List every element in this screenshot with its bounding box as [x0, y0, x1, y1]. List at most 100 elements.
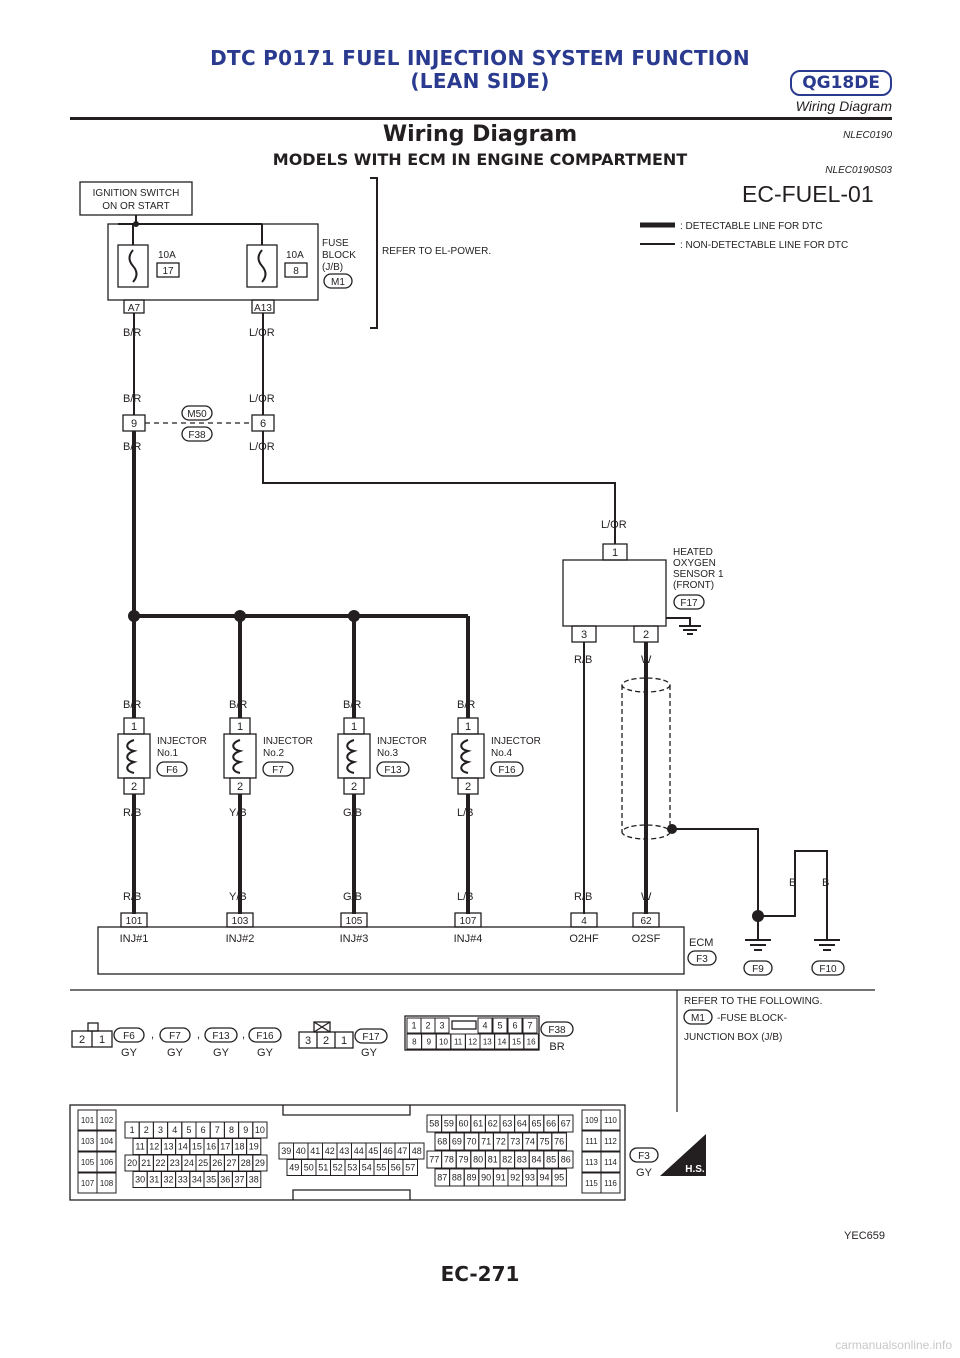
inj-conn-sep-3: ,	[242, 1029, 245, 1041]
shield	[621, 677, 759, 922]
fuse-8-number: 8	[293, 266, 299, 277]
pin-label: 27	[226, 1158, 236, 1168]
pin-label: 110	[604, 1116, 617, 1125]
wire-label-br-inj3: B/R	[343, 699, 361, 711]
inj-conn-color-2: GY	[167, 1047, 184, 1059]
pin-label: 106	[100, 1158, 114, 1167]
pin-label: 53	[347, 1163, 357, 1173]
fuse-17-number: 17	[162, 266, 174, 277]
pin-label: 24	[184, 1158, 194, 1168]
ecm-term-o2sf: O2SF	[632, 933, 661, 945]
ecm-pin-107: 107	[460, 916, 477, 927]
inj3-connector: F13	[384, 765, 402, 776]
harness-code-f38: F38	[188, 430, 206, 441]
inj4-connector: F16	[498, 765, 516, 776]
pin-label: 30	[135, 1175, 145, 1185]
fuse-block-label-line3: (J/B)	[322, 262, 343, 273]
pin-label: 77	[429, 1155, 439, 1165]
o2-label-line2: OXYGEN	[673, 558, 716, 569]
section-title: Wiring Diagram	[382, 122, 578, 147]
pin-cell	[522, 1017, 538, 1034]
pin-label: 7	[215, 1125, 220, 1135]
inj2-name-line2: No.2	[263, 748, 285, 759]
pin-label: 52	[333, 1163, 343, 1173]
pin-label: 31	[149, 1175, 159, 1185]
pin-label: 43	[339, 1146, 349, 1156]
pin-label: 85	[546, 1155, 556, 1165]
pin-label: 12	[468, 1037, 477, 1046]
inj-conn-sep-2: ,	[197, 1029, 200, 1041]
pin-label: 79	[458, 1155, 468, 1165]
pin-cell	[96, 1130, 117, 1152]
pin-label: 108	[100, 1179, 114, 1188]
ecm-term-inj2: INJ#2	[226, 933, 255, 945]
legend-detectable-label: : DETECTABLE LINE FOR DTC	[680, 221, 823, 232]
ecm-term-inj3: INJ#3	[340, 933, 369, 945]
pin-label: 9	[243, 1125, 248, 1135]
pin-label: 114	[604, 1158, 617, 1167]
pin-label: 32	[163, 1175, 173, 1185]
pin-label: 84	[531, 1155, 541, 1165]
figure-id: YEC659	[844, 1230, 885, 1242]
ecm-label: ECM	[689, 937, 713, 949]
pin-label: 74	[525, 1137, 535, 1147]
wire-label-br-1: B/R	[123, 327, 141, 339]
wire-label-gb-ecm: G/B	[343, 891, 362, 903]
o2-conn-code: F17	[362, 1032, 380, 1043]
ecm-box	[97, 926, 685, 975]
refer-following: REFER TO THE FOLLOWING. M1 -FUSE BLOCK- …	[683, 996, 822, 1043]
pin-label: 82	[502, 1155, 512, 1165]
legend-non-detectable-label: : NON-DETECTABLE LINE FOR DTC	[680, 240, 848, 251]
section-title-code: NLEC0190	[843, 130, 892, 141]
o2-sensor-body	[562, 559, 667, 627]
inj2-pin-1: 1	[237, 721, 243, 733]
o2-conn-pin-3: 3	[305, 1035, 311, 1047]
o2-conn-color: GY	[361, 1047, 378, 1059]
pin-label: 92	[510, 1173, 520, 1183]
inj4-name-line1: INJECTOR	[491, 736, 541, 747]
hs-label: H.S.	[685, 1164, 705, 1175]
pin-label: 20	[127, 1158, 137, 1168]
pin-label: 90	[481, 1173, 491, 1183]
pin-label: 8	[229, 1125, 234, 1135]
wiring-diagram: EC-FUEL-01 : DETECTABLE LINE FOR DTC : N…	[69, 177, 875, 1201]
pin-label: 40	[296, 1146, 306, 1156]
pin-label: 88	[452, 1173, 462, 1183]
pin-label: 29	[255, 1158, 265, 1168]
fuse-block-label-line2: BLOCK	[322, 250, 356, 261]
inj3-name-line1: INJECTOR	[377, 736, 427, 747]
wire-label-yb-ecm: Y/B	[229, 891, 247, 903]
wire-lor-to-o2	[262, 431, 616, 544]
inj4-name-line2: No.4	[491, 748, 513, 759]
pin-cell	[402, 1159, 418, 1176]
inj3-coil-icon	[346, 739, 358, 774]
pin-cell	[600, 1130, 621, 1152]
inj1-pin-2: 2	[131, 781, 137, 793]
injector-connector-face: 2 1 F6 GY , F7 GY , F13 GY , F16 GY	[71, 1022, 282, 1059]
refer-el-power: REFER TO EL-POWER.	[382, 246, 491, 257]
ecm-face-color: GY	[636, 1167, 653, 1179]
inj-conn-code-f6: F6	[123, 1031, 135, 1042]
pin-cell	[477, 1017, 493, 1034]
inj2-coil-icon	[232, 739, 244, 774]
o2-connector-face: 3 2 1 F17 GY	[298, 1021, 388, 1059]
inj2-connector: F7	[272, 765, 284, 776]
pin-label: 28	[241, 1158, 251, 1168]
pin-label: 87	[437, 1173, 447, 1183]
inj-conn-pin-2: 2	[79, 1034, 85, 1046]
wire-label-lb-ecm: L/B	[457, 891, 474, 903]
inj2-name-line1: INJECTOR	[263, 736, 313, 747]
pin-cell	[600, 1109, 621, 1131]
o2-connector-code: F17	[680, 598, 698, 609]
section-subtitle: MODELS WITH ECM IN ENGINE COMPARTMENT	[272, 150, 688, 169]
fuse-8-symbol	[257, 249, 267, 283]
pin-label: 71	[481, 1137, 491, 1147]
pin-label: 45	[368, 1146, 378, 1156]
pin-label: 59	[444, 1119, 454, 1129]
pin-label: 5	[497, 1021, 502, 1031]
inj-conn-color-3: GY	[213, 1047, 230, 1059]
pin-label: 3	[158, 1125, 163, 1135]
pin-label: 116	[604, 1179, 617, 1188]
pin-label: 16	[527, 1037, 536, 1046]
fuse-terminal-a7: A7	[128, 303, 141, 314]
